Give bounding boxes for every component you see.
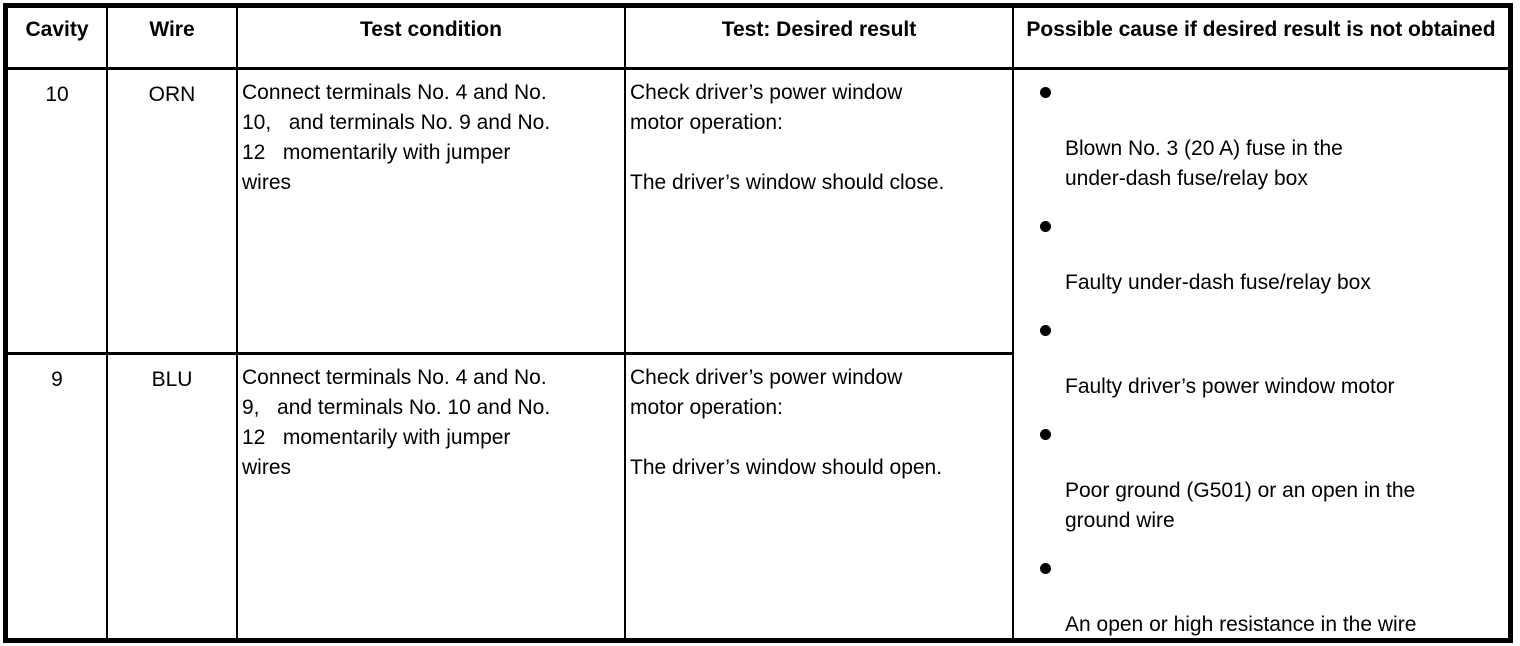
column-header-test-condition: Test condition — [238, 8, 626, 70]
cause-text: Faulty driver’s power window motor — [1065, 375, 1395, 398]
bullet-icon — [1040, 429, 1051, 440]
cause-text: Faulty under-dash fuse/relay box — [1065, 271, 1371, 294]
column-header-wire: Wire — [108, 8, 238, 70]
cause-item: Poor ground (G501) or an open in the gro… — [1040, 429, 1498, 536]
cell-wire-row-2: BLU — [108, 355, 238, 638]
cause-item: Faulty driver’s power window motor — [1040, 325, 1498, 402]
column-header-desired-result: Test: Desired result — [626, 8, 1014, 70]
cause-text: Poor ground (G501) or an open in the gro… — [1065, 479, 1416, 532]
bullet-icon — [1040, 563, 1051, 574]
cause-item: Blown No. 3 (20 A) fuse in the under-das… — [1040, 87, 1498, 194]
cause-item: Faulty under-dash fuse/relay box — [1040, 221, 1498, 298]
bullet-icon — [1040, 221, 1051, 232]
bullet-icon — [1040, 87, 1051, 98]
column-header-possible-cause: Possible cause if desired result is not … — [1014, 8, 1508, 70]
cell-test-condition-row-2: Connect terminals No. 4 and No. 9, and t… — [238, 355, 626, 638]
cell-cavity-row-1: 10 — [8, 70, 108, 355]
column-header-cavity: Cavity — [8, 8, 108, 70]
cause-text: An open or high resistance in the wire — [1065, 613, 1417, 636]
troubleshooting-table: Cavity Wire Test condition Test: Desired… — [3, 3, 1513, 643]
cell-test-condition-row-1: Connect terminals No. 4 and No. 10, and … — [238, 70, 626, 355]
cell-cavity-row-2: 9 — [8, 355, 108, 638]
cell-wire-row-1: ORN — [108, 70, 238, 355]
cell-possible-causes: Blown No. 3 (20 A) fuse in the under-das… — [1014, 70, 1508, 638]
cause-item: An open or high resistance in the wire — [1040, 563, 1498, 638]
cell-desired-result-row-2: Check driver’s power window motor operat… — [626, 355, 1014, 638]
cause-text: Blown No. 3 (20 A) fuse in the under-das… — [1065, 137, 1343, 190]
bullet-icon — [1040, 325, 1051, 336]
cell-desired-result-row-1: Check driver’s power window motor operat… — [626, 70, 1014, 355]
